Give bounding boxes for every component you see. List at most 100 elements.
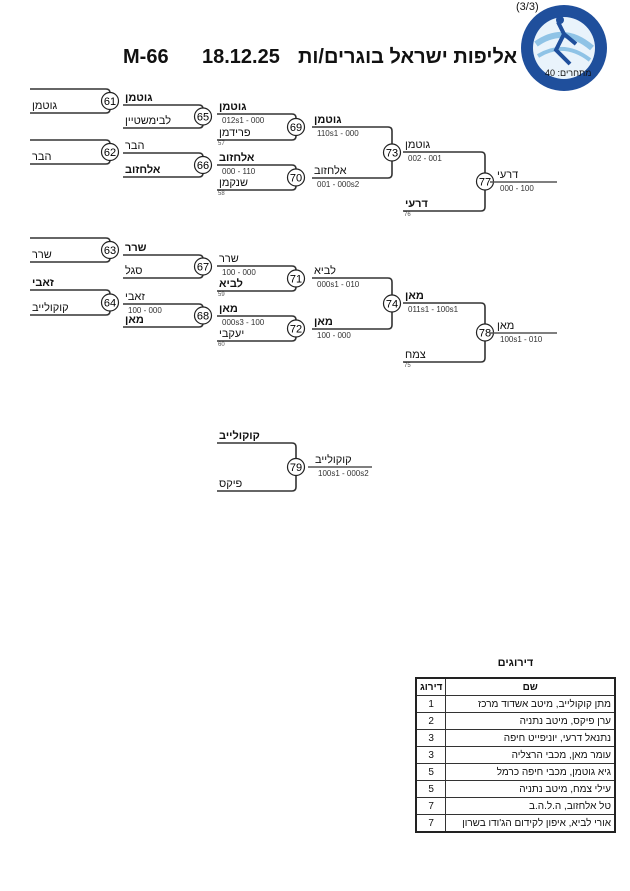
rank-cell: 2 [415,712,447,730]
bracket-line [123,152,204,158]
match-number-circle [193,107,213,126]
match-number-circle [193,306,213,325]
rank-cell: 5 [415,763,447,781]
competitor-name: פרידמן [219,127,251,139]
match-number: 78 [479,328,491,340]
rank-cell: 3 [415,729,447,747]
bracket-line [217,475,297,492]
bracket-line [217,286,297,292]
bracket-line [30,237,111,243]
bracket-line [30,310,111,316]
match-number-circle [100,91,120,111]
competitor-name: גוטמן [314,114,342,126]
source-match-tag: 60 [218,342,225,348]
competitor-name: שרר [219,253,239,265]
match-number: 73 [386,148,398,160]
match-score: 000s3 - 100 [222,318,265,327]
match-number-circle [382,294,402,313]
bracket-line [217,265,297,271]
rank-cell: 5 [415,780,447,798]
rank-cell: 3 [415,746,447,764]
competitor-name: הבר [32,151,52,163]
competitor-name: קוקולייב [219,430,260,442]
competitor-name: שרר [125,242,147,254]
event-date: 18.12.25 [202,46,280,68]
source-match-tag: 76 [404,212,411,218]
match-number: 71 [290,274,302,286]
competitor-name: יעקבי [219,328,245,340]
bracket-line [312,126,393,144]
rank-cell: 7 [415,797,447,815]
competitor-name: גוטמן [125,92,153,104]
match-number: 72 [290,324,302,336]
athlete-cell: נתנאל דרעי, יוניפייט חיפה [445,729,616,747]
competitor-name: סגל [125,265,143,277]
competitor-name: דרעי [497,169,519,181]
rank-cell: 7 [415,814,447,833]
match-score: 000s1 - 010 [317,280,360,289]
competitor-name: אלחזוב [125,164,161,176]
competitor-name: דרעי [405,198,428,210]
match-number-circle [100,142,120,162]
match-score: 001 - 000s2 [317,180,360,189]
match-number: 64 [104,298,116,310]
bracket-line [30,289,111,295]
source-match-tag: 58 [218,191,225,197]
bracket-line [217,315,297,321]
competitor-name: צמח [405,349,426,361]
competitor-name: גוטמן [405,139,431,151]
competitor-name: שרר [32,249,52,261]
name-column-header: שם [445,677,616,696]
source-match-tag: 57 [218,141,225,147]
bracket-line [30,139,111,145]
match-score: 100s1 - 000s2 [318,469,369,478]
athlete-cell: מתן קוקולייב, מיטב אשדוד מרכז [445,695,616,713]
match-number: 70 [290,173,302,185]
bracket-line [217,164,297,170]
athlete-cell: טל אלחזוב, ה.ל.ה.ב [445,797,616,815]
match-score: 100 - 000 [222,268,256,277]
match-number: 69 [290,122,302,134]
event-title: אליפות ישראל בוגרים/ות [298,46,518,68]
competitor-name: שנקמן [219,177,248,189]
competitor-name: מאן [314,316,333,328]
bracket-line [403,302,486,324]
match-score: 100 - 000 [128,306,162,315]
match-number: 61 [104,96,116,108]
match-number: 79 [290,462,302,474]
competitor-name: לבימשטיין [125,115,172,127]
match-number-circle [286,117,306,137]
match-number: 63 [104,245,116,257]
match-number: 77 [479,177,491,189]
page-number: (3/3) [516,1,539,13]
rankings-title: דירוגים [497,657,534,669]
competitor-name: גוטמן [219,101,247,113]
rank-cell: 1 [415,695,447,713]
match-score: 002 - 001 [408,154,442,163]
competitor-name: גוטמן [32,100,58,112]
match-score: 110s1 - 000 [317,129,359,138]
rank-column-header: דירוג [415,677,447,696]
match-number-circle [286,319,306,338]
competitor-name: מאן [497,320,515,332]
bracket-line [217,442,297,459]
competitor-name: זאבי [125,291,145,303]
judo-association-logo-icon [521,5,607,91]
match-number-circle [286,168,306,187]
match-number-circle [100,293,120,312]
match-number: 67 [197,262,209,274]
athlete-cell: אורי לביא, איפון לקידום הג'ודו בשרון [445,814,616,833]
bracket-line [312,161,393,179]
athlete-cell: גיא גוטמן, מכבי חיפה כרמל [445,763,616,781]
competitor-name: אלחזוב [314,165,347,177]
competitor-name: הבר [125,140,145,152]
match-number: 66 [197,160,209,172]
match-number: 65 [197,112,209,124]
bracket-line [312,277,393,295]
